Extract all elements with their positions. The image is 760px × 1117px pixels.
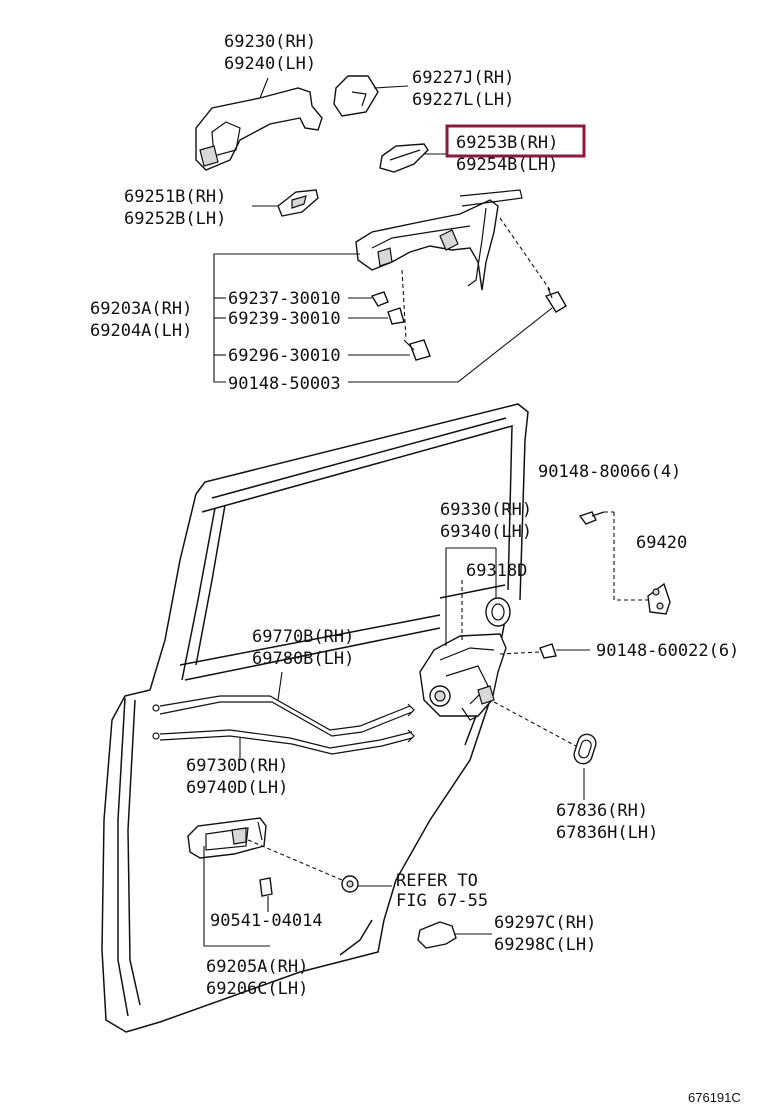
highlight-box (445, 124, 586, 158)
handle-screw (259, 877, 273, 897)
handle-cover (333, 75, 379, 117)
label-69297c: 69297C(RH) (494, 913, 596, 933)
lock-pad (485, 597, 511, 627)
label-69770b: 69770B(RH) (252, 627, 354, 647)
screw-fastener (403, 339, 431, 361)
label-69206c: 69206C(LH) (206, 979, 308, 999)
figure-id: 676191C (688, 1090, 741, 1105)
label-69340: 69340(LH) (440, 522, 532, 542)
label-69253b: 69253B(RH) (456, 133, 558, 153)
label-69203a: 69203A(RH) (90, 299, 192, 319)
handle-pad-front (277, 189, 319, 217)
label-69227j: 69227J(RH) (412, 68, 514, 88)
label-69239: 69239-30010 (228, 309, 341, 329)
label-69204a: 69204A(LH) (90, 321, 192, 341)
handle-pad-rear (379, 143, 429, 173)
clip-fastener-1 (370, 291, 389, 307)
control-cables (152, 695, 415, 755)
label-69230: 69230(RH) (224, 32, 316, 52)
label-67836h: 67836H(LH) (556, 823, 658, 843)
striker-bolt (578, 511, 605, 525)
label-refer-to: REFER TO (396, 871, 478, 891)
label-69330: 69330(RH) (440, 500, 532, 520)
label-69252b: 69252B(LH) (124, 209, 226, 229)
refer-bolt (341, 875, 359, 893)
door-lock-assembly (419, 633, 507, 721)
leader-lines-top (213, 77, 553, 383)
label-90148-80066: 90148-80066(4) (538, 462, 681, 482)
label-69730d: 69730D(RH) (186, 756, 288, 776)
part-labels: 69230(RH) 69240(LH) 69227J(RH) 69227L(LH… (90, 32, 741, 1105)
label-69318d: 69318D (466, 561, 527, 581)
label-fig-67-55: FIG 67-55 (396, 891, 488, 911)
bolt-fastener (544, 287, 567, 313)
label-69740d: 69740D(LH) (186, 778, 288, 798)
label-69296: 69296-30010 (228, 346, 341, 366)
leader-lines-lower (203, 511, 648, 947)
label-69298c: 69298C(LH) (494, 935, 596, 955)
label-69237: 69237-30010 (228, 289, 341, 309)
label-90148-50003: 90148-50003 (228, 374, 341, 394)
label-69254b: 69254B(LH) (456, 155, 558, 175)
label-90148-60022: 90148-60022(6) (596, 641, 739, 661)
label-69227l: 69227L(LH) (412, 90, 514, 110)
label-69205a: 69205A(RH) (206, 957, 308, 977)
outer-door-handle (195, 87, 323, 171)
label-69420: 69420 (636, 533, 687, 553)
clip-fastener-2 (387, 307, 405, 325)
inside-door-handle (187, 817, 267, 859)
label-69251b: 69251B(RH) (124, 187, 226, 207)
label-69240: 69240(LH) (224, 54, 316, 74)
rear-door-outline (101, 403, 529, 1033)
grommet (573, 733, 597, 765)
handle-frame (355, 189, 523, 291)
label-67836: 67836(RH) (556, 801, 648, 821)
door-striker (647, 582, 671, 615)
label-69780b: 69780B(LH) (252, 649, 354, 669)
handle-cap (417, 921, 457, 949)
lock-screw (539, 643, 557, 659)
label-90541: 90541-04014 (210, 911, 323, 931)
